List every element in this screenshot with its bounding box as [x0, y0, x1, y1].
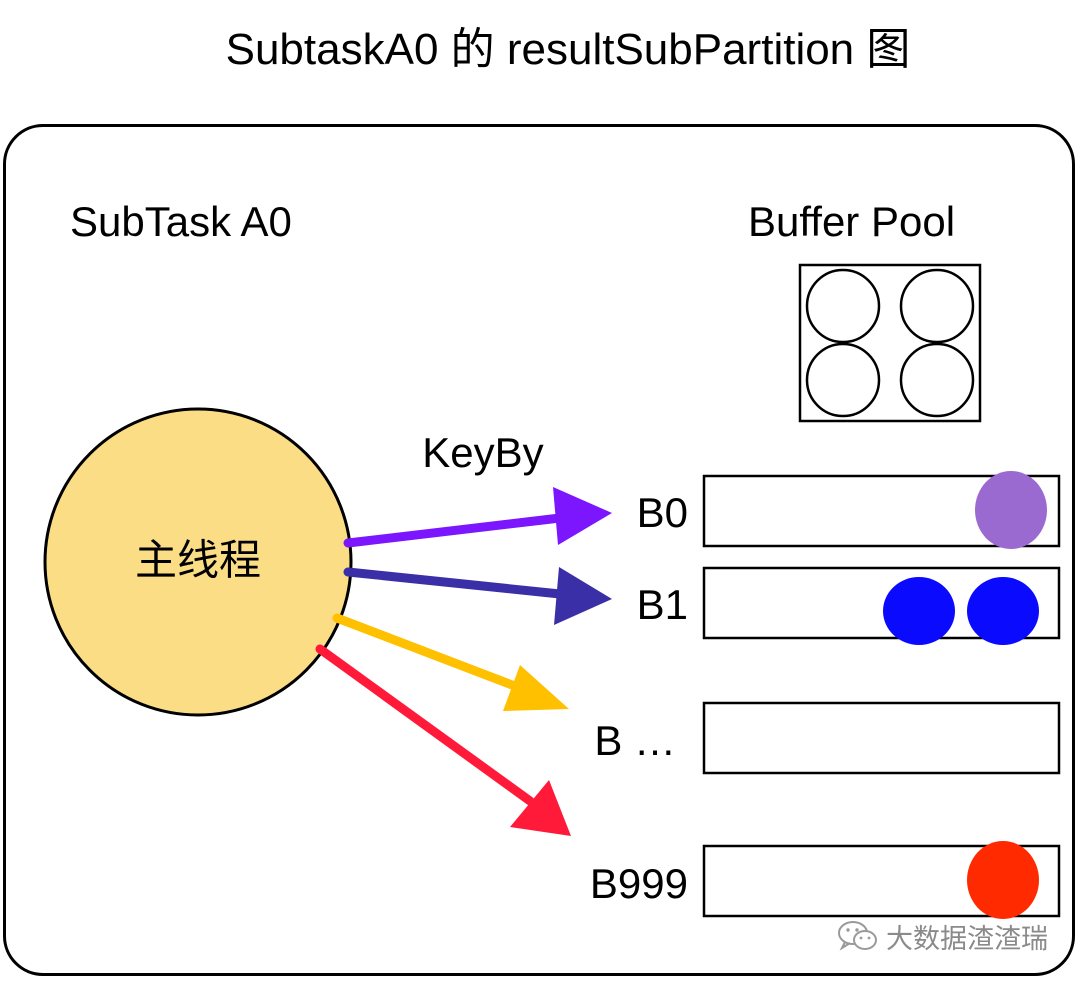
wechat-icon: [838, 921, 877, 951]
buffered-record: [975, 471, 1047, 549]
subpartition-label: B …: [594, 717, 676, 764]
main-thread-circle: [43, 407, 353, 717]
buffered-record: [883, 577, 955, 645]
partition-b1: B1: [637, 566, 1061, 645]
arrow-head-b1: [554, 567, 612, 625]
keyby-label: KeyBy: [422, 429, 543, 476]
watermark: 大数据渣渣瑞: [836, 914, 1048, 958]
partition-b-ellipsis: B …: [594, 701, 1061, 775]
buffer-pool: [798, 263, 982, 423]
main-thread-label: 主线程: [135, 536, 261, 585]
arrow-shaft-b-ellipsis: [332, 613, 525, 693]
arrow-head-b999: [510, 780, 571, 836]
buffered-record: [967, 841, 1039, 919]
subpartition-label: B0: [637, 489, 688, 536]
buffer-pool-label: Buffer Pool: [748, 198, 956, 245]
buffer-slot: [899, 268, 975, 344]
buffer-slot: [805, 268, 881, 344]
buffered-record: [967, 577, 1039, 645]
subpartition-label: B1: [637, 581, 688, 628]
arrow-shaft-b0: [343, 513, 565, 548]
keyby-arrows: [315, 487, 612, 836]
watermark-text: 大数据渣渣瑞: [886, 923, 1048, 954]
subtask-label: SubTask A0: [70, 198, 292, 245]
arrow-shaft-b999: [315, 644, 535, 806]
partition-b999: B999: [590, 841, 1061, 919]
partition-b0: B0: [637, 471, 1061, 549]
subpartition-label: B999: [590, 860, 688, 907]
buffer-slot: [899, 342, 975, 418]
arrow-head-b0: [553, 487, 612, 545]
arrow-head-b-ellipsis: [503, 665, 569, 711]
page-title: SubtaskA0 的 resultSubPartition 图: [225, 25, 911, 74]
subpartition-box: [702, 701, 1061, 775]
buffer-slot: [805, 342, 881, 418]
arrow-shaft-b1: [343, 567, 565, 599]
